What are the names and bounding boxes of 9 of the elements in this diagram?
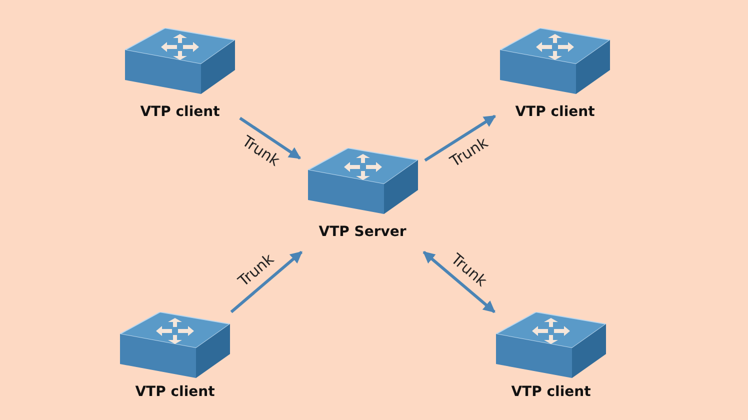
arrow bbox=[424, 114, 496, 162]
node-label: VTP client bbox=[135, 384, 215, 400]
node-label: VTP client bbox=[515, 104, 595, 120]
node-label: VTP client bbox=[140, 104, 220, 120]
node-label: VTP client bbox=[511, 384, 591, 400]
arrow bbox=[422, 250, 496, 314]
arrow bbox=[230, 250, 303, 314]
node-label: VTP Server bbox=[318, 224, 406, 240]
arrow bbox=[239, 116, 301, 160]
